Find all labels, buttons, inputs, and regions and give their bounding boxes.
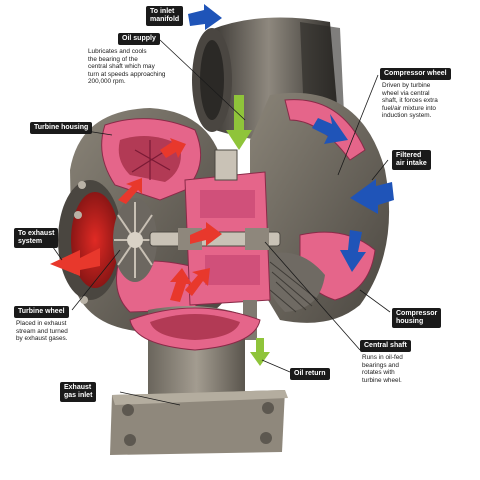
desc-central-shaft: Runs in oil-fed bearings and rotates wit… — [362, 354, 403, 384]
compressed-air-arrow-lower — [340, 230, 366, 272]
label-oil-return: Oil return — [290, 368, 330, 380]
label-to-exhaust-system: To exhaust system — [14, 228, 59, 248]
label-exhaust-gas-inlet: Exhaust gas inlet — [60, 382, 97, 402]
oil-supply-arrow — [226, 95, 252, 150]
label-central-shaft: Central shaft — [360, 340, 411, 352]
oil-return-arrow — [250, 338, 270, 366]
turbine-wheel-shape — [113, 198, 157, 282]
compressed-air-arrow-upper — [312, 114, 348, 144]
exhaust-flow-arrows — [118, 138, 222, 302]
label-filtered-air-intake: Filtered air intake — [392, 150, 431, 170]
exhaust-inlet-base — [110, 306, 288, 455]
label-compressor-housing: Compressor housing — [392, 308, 442, 328]
leader-lines — [47, 39, 391, 406]
label-turbine-housing: Turbine housing — [30, 122, 93, 134]
exhaust-to-system-arrow — [50, 248, 100, 276]
label-turbine-wheel: Turbine wheel — [14, 306, 69, 318]
air-to-inlet-manifold-arrow — [188, 4, 222, 30]
label-compressor-wheel: Compressor wheel — [380, 68, 451, 80]
label-oil-supply: Oil supply — [118, 33, 160, 45]
desc-turbine-wheel: Placed in exhaust stream and turned by e… — [16, 320, 68, 343]
desc-oil-supply: Lubricates and cools the bearing of the … — [88, 48, 166, 86]
label-to-inlet-manifold: To inlet manifold — [146, 6, 184, 26]
filtered-air-intake-arrow — [350, 179, 394, 214]
desc-compressor-wheel: Driven by turbine wheel via central shaf… — [382, 82, 438, 120]
